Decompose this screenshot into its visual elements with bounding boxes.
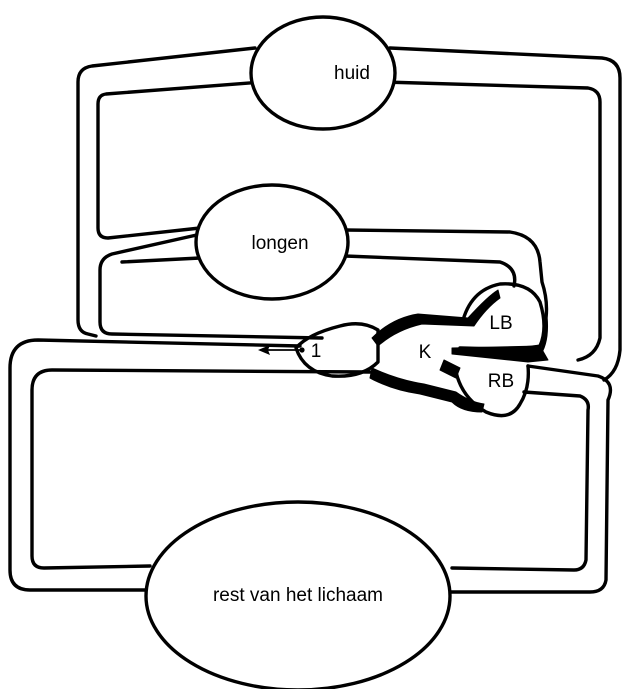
artery-middle — [439, 359, 461, 379]
lung-vessel-outer-right — [343, 228, 549, 358]
body-vessel-outer-right — [446, 364, 613, 594]
lung-vessel-inner-left — [120, 256, 202, 264]
skin-vessel-outer-right — [388, 46, 622, 382]
aorta-right — [451, 345, 549, 363]
body-circuit — [8, 338, 613, 689]
skin-vessel-outer — [76, 46, 257, 338]
marker-dot — [299, 347, 305, 353]
artery-upper — [371, 289, 501, 347]
label-right-atrium: RB — [488, 371, 514, 392]
heart-chamber — [294, 322, 380, 378]
marker-arrow — [258, 345, 305, 355]
lung-vessel-outer-left — [98, 230, 324, 340]
body-organ — [144, 500, 452, 689]
right-atrium — [454, 364, 531, 418]
label-left-atrium: LB — [489, 313, 512, 334]
artery-lower — [369, 367, 485, 413]
lung-circuit — [98, 183, 549, 358]
body-vessel-inner — [30, 368, 372, 570]
arrow-head-icon — [258, 345, 270, 355]
skin-vessel-inner — [96, 80, 264, 240]
lung-vessel-inner-right — [343, 254, 517, 288]
label-skin: huid — [334, 63, 370, 84]
body-vessel-inner-right — [450, 390, 591, 572]
skin-circuit — [76, 15, 622, 382]
lung-organ — [194, 183, 350, 301]
label-lungs: longen — [251, 233, 308, 254]
body-vessel-outer — [8, 338, 302, 592]
skin-organ — [249, 15, 397, 131]
skin-vessel-inner-right — [382, 80, 602, 362]
label-marker: 1 — [311, 341, 322, 362]
label-body: rest van het lichaam — [213, 585, 383, 606]
label-heart: K — [419, 342, 432, 363]
heart — [294, 282, 549, 418]
